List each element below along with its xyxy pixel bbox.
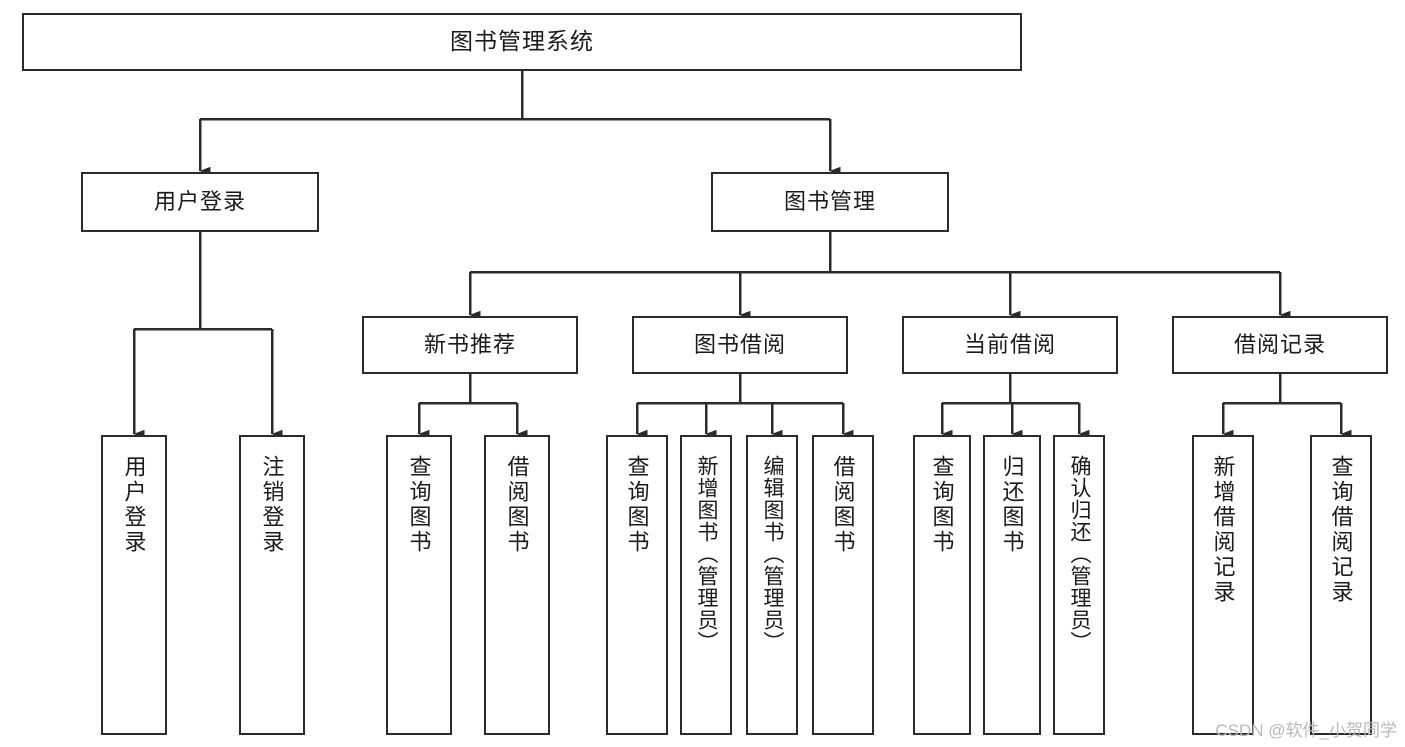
node-leaf-bb-query[interactable]: 查询图书 <box>606 435 668 735</box>
node-leaf-br-query[interactable]: 查询借阅记录 <box>1310 435 1372 735</box>
node-root[interactable]: 图书管理系统 <box>22 13 1022 71</box>
node-label-book-borrow: 图书借阅 <box>693 332 786 358</box>
node-label-leaf-cb-return: 归还图书 <box>999 455 1025 555</box>
node-label-leaf-cb-query: 查询图书 <box>929 455 955 555</box>
node-book-manage[interactable]: 图书管理 <box>711 172 949 232</box>
node-leaf-bb-add[interactable]: 新增图书（管理员） <box>680 435 732 735</box>
node-new-book-rec[interactable]: 新书推荐 <box>362 316 578 374</box>
node-label-user-login: 用户登录 <box>153 189 246 215</box>
node-leaf-br-add[interactable]: 新增借阅记录 <box>1192 435 1254 735</box>
node-label-leaf-bb-borrow: 借阅图书 <box>830 455 856 555</box>
node-leaf-bb-edit[interactable]: 编辑图书（管理员） <box>746 435 798 735</box>
node-book-borrow[interactable]: 图书借阅 <box>632 316 848 374</box>
watermark-text: CSDN @软件_小贺同学 <box>1215 721 1397 740</box>
node-label-book-manage: 图书管理 <box>783 189 876 215</box>
node-label-leaf-bb-edit: 编辑图书（管理员） <box>761 455 785 653</box>
node-leaf-bb-borrow[interactable]: 借阅图书 <box>812 435 874 735</box>
node-label-leaf-bb-add: 新增图书（管理员） <box>695 455 719 653</box>
node-label-borrow-record: 借阅记录 <box>1233 332 1326 358</box>
node-leaf-nb-borrow[interactable]: 借阅图书 <box>484 435 550 735</box>
node-label-leaf-nb-borrow: 借阅图书 <box>504 455 530 555</box>
node-leaf-cb-confirm[interactable]: 确认归还（管理员） <box>1053 435 1105 735</box>
node-label-leaf-user-login: 用户登录 <box>121 455 147 555</box>
edges-group <box>132 71 1352 439</box>
node-leaf-nb-query[interactable]: 查询图书 <box>386 435 452 735</box>
node-current-borrow[interactable]: 当前借阅 <box>902 316 1118 374</box>
node-label-leaf-cb-confirm: 确认归还（管理员） <box>1068 455 1092 653</box>
node-leaf-user-login[interactable]: 用户登录 <box>101 435 167 735</box>
node-label-leaf-bb-query: 查询图书 <box>624 455 650 555</box>
node-label-current-borrow: 当前借阅 <box>963 332 1056 358</box>
node-label-leaf-br-add: 新增借阅记录 <box>1210 455 1236 605</box>
node-user-login[interactable]: 用户登录 <box>81 172 319 232</box>
node-label-leaf-br-query: 查询借阅记录 <box>1328 455 1354 605</box>
node-leaf-user-logout[interactable]: 注销登录 <box>239 435 305 735</box>
node-borrow-record[interactable]: 借阅记录 <box>1172 316 1388 374</box>
node-leaf-cb-query[interactable]: 查询图书 <box>913 435 971 735</box>
node-label-new-book-rec: 新书推荐 <box>423 332 516 358</box>
node-label-leaf-user-logout: 注销登录 <box>259 455 285 555</box>
node-leaf-cb-return[interactable]: 归还图书 <box>983 435 1041 735</box>
node-label-root: 图书管理系统 <box>450 28 594 55</box>
node-label-leaf-nb-query: 查询图书 <box>406 455 432 555</box>
